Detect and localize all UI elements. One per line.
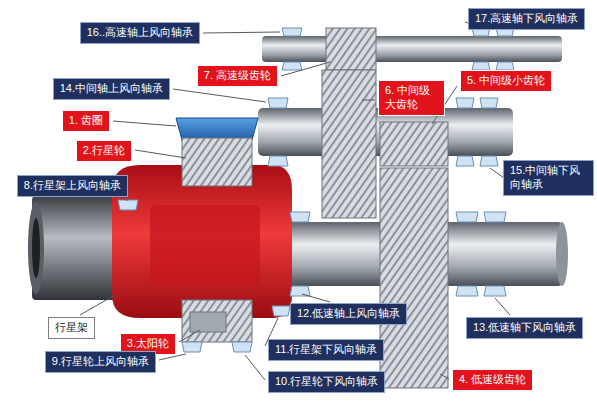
callout-box: 6. 中间级 大齿轮: [378, 80, 445, 116]
callout-box: 10.行星轮下风向轴承: [268, 371, 385, 393]
leader-line: [203, 32, 280, 33]
hollow-shaft-bore: [32, 218, 40, 278]
callout-box: 7. 高速级齿轮: [197, 65, 278, 87]
leader-line: [113, 121, 176, 126]
hollow-shaft-end: [28, 202, 44, 294]
callout-box: 4. 低速级齿轮: [452, 369, 533, 391]
callout-box: 16..高速轴上风向轴承: [80, 22, 200, 44]
bearing: [232, 342, 252, 352]
planet-carrier: [112, 165, 292, 318]
bearing: [456, 98, 474, 108]
bearing: [456, 286, 478, 296]
callout-box: 11.行星架下风向轴承: [268, 339, 384, 361]
leader-line: [124, 197, 127, 201]
callout-text: 11.行星架下风向轴承: [275, 343, 377, 357]
callout-box: 9.行星轮上风向轴承: [45, 351, 156, 373]
bearing: [480, 156, 498, 166]
bearing: [290, 212, 310, 222]
callout-text: 8.行星架上风向轴承: [24, 179, 121, 193]
shaft-end: [556, 222, 568, 286]
callout-text: 15.中间轴下风 向轴承: [510, 164, 587, 192]
callout-text: 行星架: [55, 321, 88, 335]
carrier-face: [150, 205, 260, 285]
leader-line: [159, 354, 186, 360]
bearing: [456, 212, 478, 222]
callout-box: 17.高速轴下风向轴承: [468, 8, 585, 30]
callout-box: 13.低速轴下风向轴承: [466, 317, 583, 339]
callout-box: 14.中间轴上风向轴承: [53, 78, 170, 100]
leader-line: [281, 62, 330, 76]
intermediate-small-gear: [380, 122, 448, 166]
callout-text: 12.低速轴上风向轴承: [297, 307, 400, 321]
bearing: [268, 98, 288, 108]
callout-text: 10.行星轮下风向轴承: [275, 375, 378, 389]
bearing: [290, 286, 310, 296]
callout-text: 5. 中间级小齿轮: [467, 74, 545, 88]
leader-line: [495, 298, 510, 315]
leader-line: [179, 330, 200, 342]
bearing: [484, 212, 506, 222]
bearing: [282, 62, 302, 70]
callout-text: 14.中间轴上风向轴承: [60, 82, 163, 96]
bearing: [472, 62, 490, 70]
callout-text: 2.行星轮: [83, 144, 125, 158]
ring-gear: [176, 118, 258, 140]
callout-text: 7. 高速级齿轮: [204, 69, 271, 83]
bearing: [484, 286, 506, 296]
high-speed-gear: [326, 28, 376, 70]
callout-text: 17.高速轴下风向轴承: [475, 12, 578, 26]
leader-line: [302, 294, 330, 302]
bearing: [456, 156, 474, 166]
planet-gear: [182, 300, 252, 342]
callout-text: 16..高速轴上风向轴承: [87, 26, 193, 40]
leader-line: [440, 374, 449, 379]
callout-box: 12.低速轴上风向轴承: [290, 303, 407, 325]
callout-box: 15.中间轴下风 向轴承: [503, 160, 594, 196]
low-speed-gear: [380, 168, 448, 388]
callout-box: 2.行星轮: [76, 140, 132, 162]
callout-text: 9.行星轮上风向轴承: [52, 355, 149, 369]
leader-line: [173, 89, 266, 102]
bearing: [268, 156, 288, 166]
leader-line: [490, 168, 504, 178]
callout-text: 3.太阳轮: [127, 337, 169, 351]
hollow-shaft: [32, 196, 122, 300]
bearing: [480, 98, 498, 108]
high-speed-shaft: [262, 36, 562, 62]
bearing: [182, 342, 202, 352]
bearing: [118, 200, 138, 210]
callout-text: 1. 齿圈: [69, 114, 103, 128]
planet-gear: [182, 138, 252, 186]
leader-line: [135, 150, 186, 158]
bearing: [496, 62, 514, 70]
intermediate-large-gear: [322, 70, 376, 218]
leader-line: [80, 295, 115, 315]
leader-line: [362, 100, 375, 101]
sun-gear: [190, 312, 226, 332]
callout-text: 6. 中间级 大齿轮: [385, 84, 438, 112]
callout-text: 13.低速轴下风向轴承: [473, 321, 576, 335]
callout-box: 5. 中间级小齿轮: [460, 70, 552, 92]
bearing: [272, 306, 290, 316]
callout-text: 4. 低速级齿轮: [459, 373, 526, 387]
bearing: [282, 28, 302, 36]
callout-box: 8.行星架上风向轴承: [17, 175, 128, 197]
leader-line: [245, 355, 265, 380]
callout-box: 1. 齿圈: [62, 110, 110, 132]
callout-box: 行星架: [48, 317, 95, 339]
